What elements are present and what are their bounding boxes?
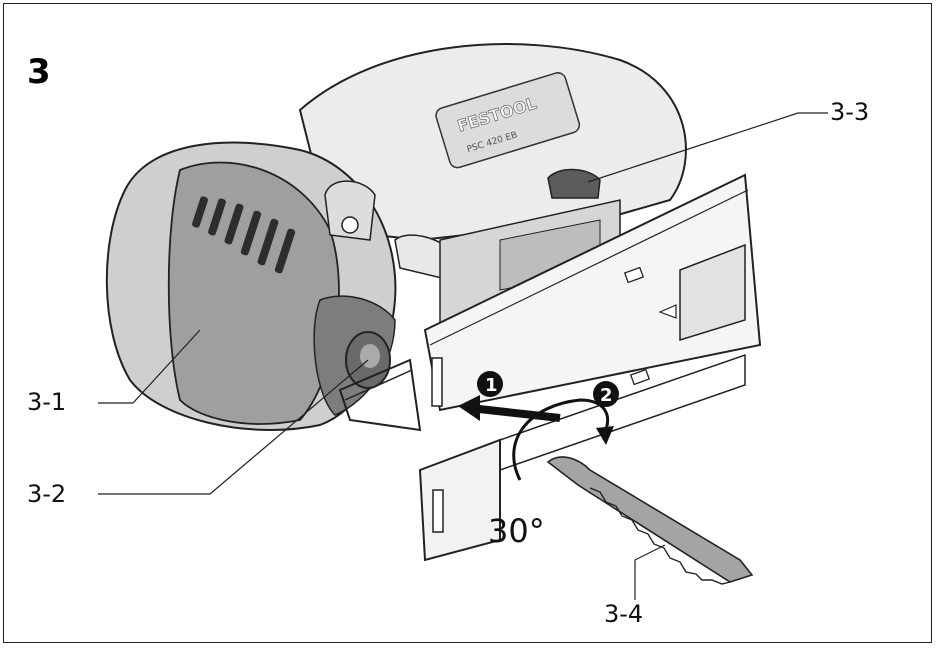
insert-arrow bbox=[469, 404, 561, 422]
wire-guard bbox=[338, 358, 422, 432]
leader-3-2 bbox=[98, 359, 369, 495]
vent-slots bbox=[192, 196, 296, 274]
saw-blade bbox=[546, 456, 754, 585]
callout-3-1: 3-1 bbox=[27, 388, 67, 416]
rotation-arrow bbox=[512, 398, 610, 481]
top-switch bbox=[324, 180, 376, 241]
figure-number: 3 bbox=[27, 52, 51, 92]
leader-3-3 bbox=[587, 112, 828, 183]
callout-3-2: 3-2 bbox=[27, 480, 67, 508]
leader-3-1 bbox=[98, 329, 201, 404]
svg-text:1: 1 bbox=[485, 375, 498, 396]
logo-plate: FESTOOL PSC 420 EB bbox=[435, 72, 581, 169]
leader-3-4 bbox=[634, 544, 666, 600]
step-marker-1: 1 bbox=[477, 371, 503, 397]
blade-lever bbox=[547, 168, 601, 199]
shoe-latch bbox=[679, 243, 746, 342]
step-marker-2: 2 bbox=[593, 381, 619, 407]
callout-3-4: 3-4 bbox=[604, 600, 644, 628]
angle-label: 30° bbox=[488, 512, 545, 550]
callout-3-3: 3-3 bbox=[830, 98, 870, 126]
svg-text:2: 2 bbox=[600, 385, 613, 406]
